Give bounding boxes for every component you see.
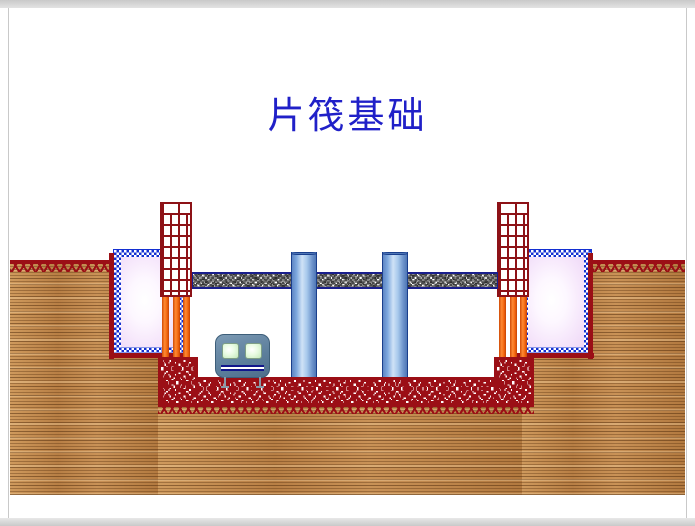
orange-bar	[520, 297, 527, 357]
vehicle-bumper	[221, 365, 264, 371]
wall-line-left	[109, 253, 114, 359]
window-right-edge	[686, 8, 695, 518]
soil-below-raft	[158, 405, 522, 495]
orange-bar	[162, 297, 169, 357]
slab-edge-left	[192, 272, 193, 289]
slab-edge-right	[497, 272, 498, 289]
vehicle-leg	[224, 377, 226, 387]
footing-left-upper	[158, 357, 198, 391]
orange-bar	[509, 297, 517, 357]
slide-canvas: 片筏基础	[10, 9, 685, 517]
vehicle-foot	[256, 386, 264, 388]
panel-right	[520, 249, 592, 355]
wall-line-left-bottom	[109, 353, 187, 358]
floor-slab	[192, 272, 498, 289]
vehicle-window-right	[245, 343, 262, 359]
brick-pier-left	[160, 202, 192, 297]
ground-line-right	[577, 260, 685, 264]
ground-line-left	[10, 260, 126, 264]
column-cap	[382, 252, 408, 255]
page-title: 片筏基础	[267, 94, 428, 137]
ground-hatch-left	[10, 263, 126, 272]
window-bottom-bar	[0, 518, 695, 526]
ground-hatch-right	[577, 263, 685, 272]
orange-bar	[183, 297, 190, 357]
window-top-bar	[0, 0, 695, 8]
orange-bar	[172, 297, 180, 357]
column-inner-right	[382, 252, 408, 377]
raft-bottom-hatch	[158, 405, 534, 414]
footing-right-upper	[494, 357, 534, 391]
vehicle-foot	[221, 386, 229, 388]
raft-bottom-line	[158, 403, 534, 406]
wall-line-right	[588, 253, 593, 359]
vehicle-leg	[259, 377, 261, 387]
panel-right-fill	[528, 257, 584, 347]
orange-left	[162, 297, 190, 357]
wall-line-right-bottom	[516, 353, 594, 358]
column-cap	[291, 252, 317, 255]
brick-pier-right	[497, 202, 529, 297]
orange-right	[499, 297, 527, 357]
vehicle-window-left	[222, 343, 239, 359]
column-inner-left	[291, 252, 317, 377]
window-left-edge	[0, 8, 9, 518]
orange-bar	[499, 297, 506, 357]
